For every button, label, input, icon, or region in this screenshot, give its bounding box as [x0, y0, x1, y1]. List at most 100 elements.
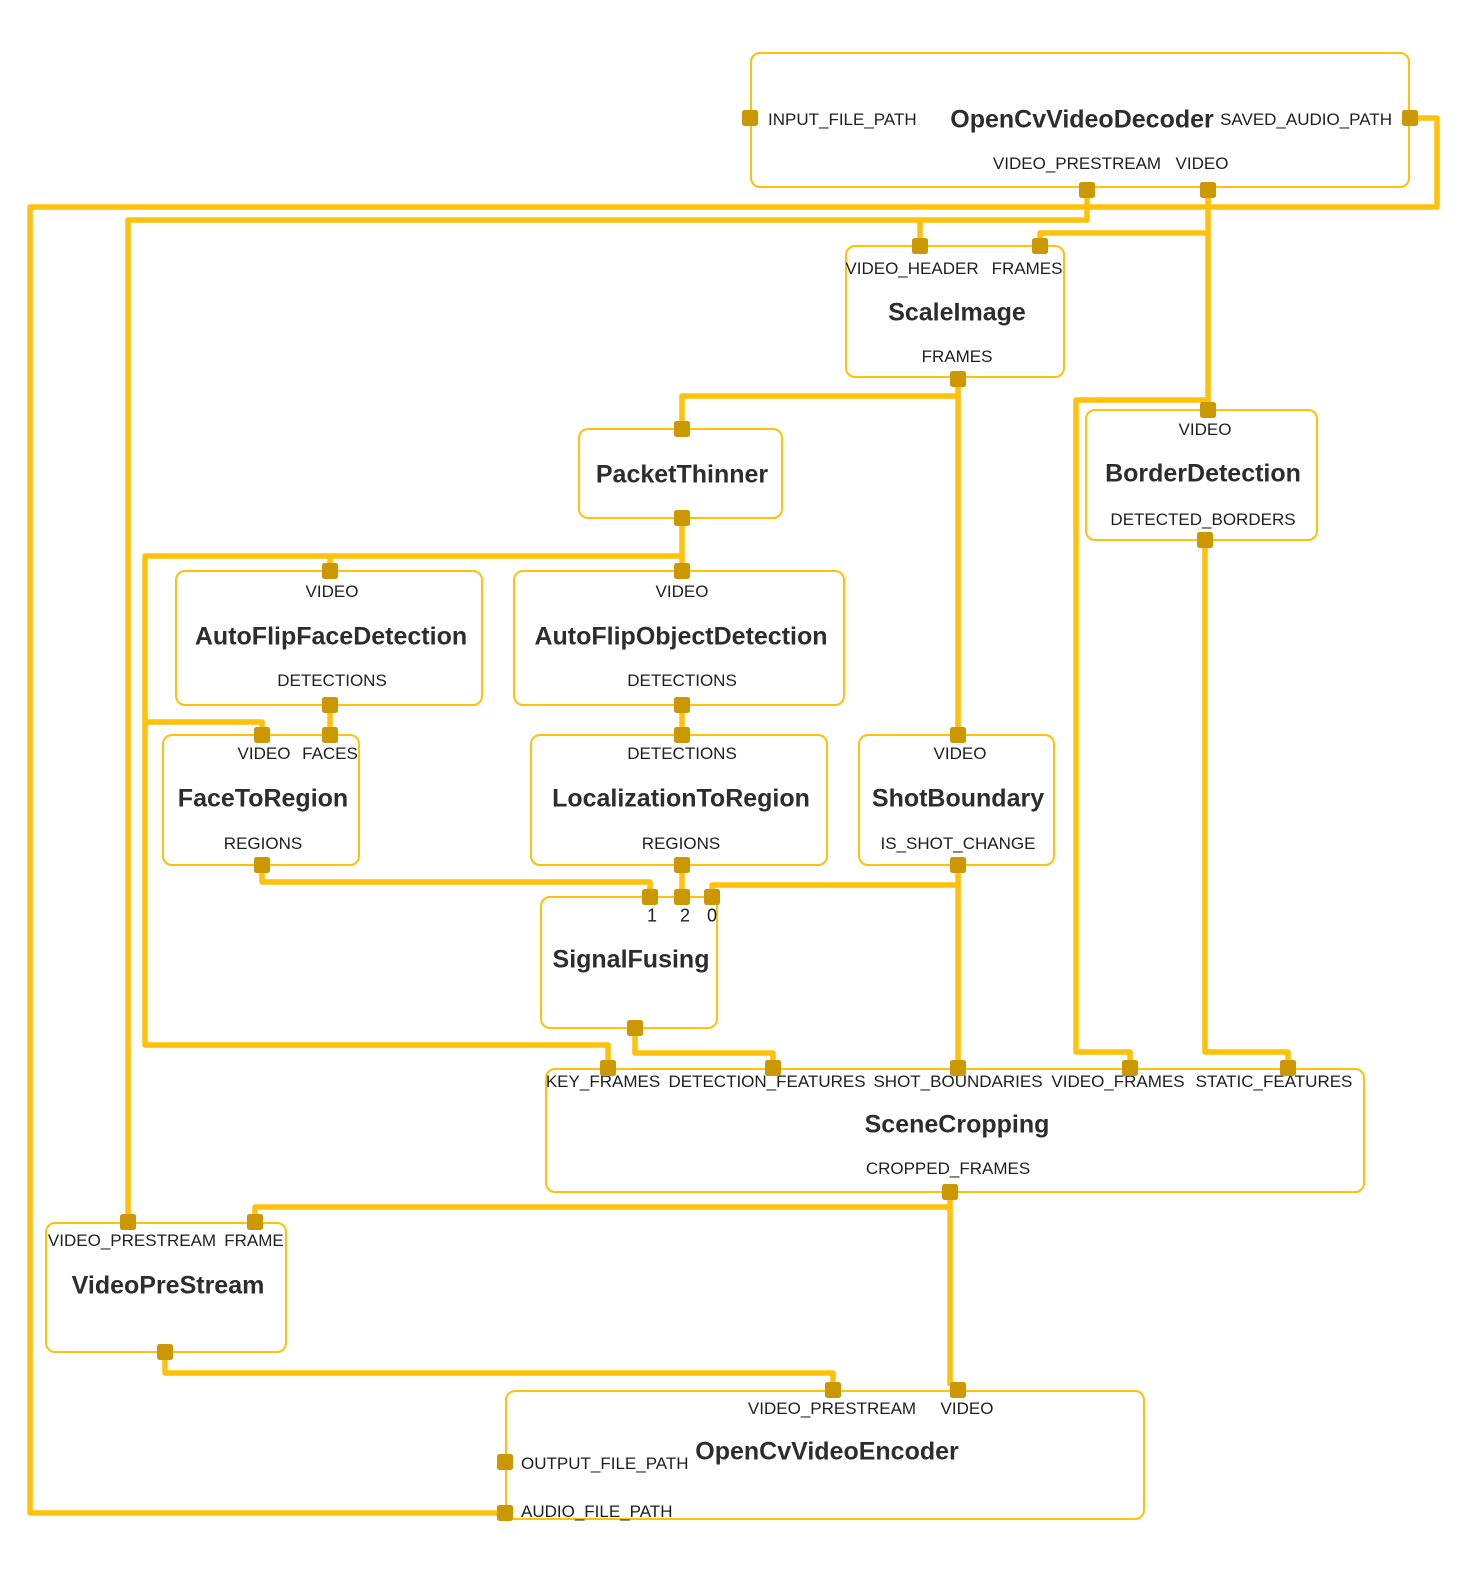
- port-scenecropping-shot-boundaries[interactable]: [950, 1060, 966, 1076]
- node-title: PacketThinner: [595, 460, 769, 489]
- port-label-video: VIDEO: [940, 1399, 994, 1418]
- edge-scaled-frames-to-packetthinner: [679, 393, 958, 425]
- port-label-detections: DETECTIONS: [627, 671, 737, 690]
- port-signalfusing-out[interactable]: [627, 1020, 643, 1036]
- port-facedetection-detections[interactable]: [322, 697, 338, 713]
- port-label-output-file-path: OUTPUT_FILE_PATH: [521, 1454, 689, 1473]
- port-borderdetection-video[interactable]: [1200, 402, 1216, 418]
- node-title: LocalizationToRegion: [552, 784, 810, 813]
- edge-video-to-scaleimage-frames: [1037, 230, 1208, 242]
- port-decoder-video-prestream[interactable]: [1079, 182, 1095, 198]
- port-localizationtoregion-detections[interactable]: [674, 727, 690, 743]
- node-shotboundary[interactable]: VIDEO ShotBoundary IS_SHOT_CHANGE: [858, 734, 1055, 866]
- port-encoder-output-file-path[interactable]: [497, 1454, 513, 1470]
- port-facetoregion-faces[interactable]: [322, 727, 338, 743]
- port-label-1: 1: [646, 905, 658, 926]
- port-label-cropped-frames: CROPPED_FRAMES: [865, 1159, 1031, 1178]
- port-label-video: VIDEO: [655, 582, 709, 601]
- node-title: SignalFusing: [552, 945, 710, 974]
- port-facedetection-video[interactable]: [322, 563, 338, 579]
- port-decoder-saved-audio-path[interactable]: [1402, 110, 1418, 126]
- port-scenecropping-key-frames[interactable]: [600, 1060, 616, 1076]
- port-label-detection-features: DETECTION_FEATURES: [668, 1072, 866, 1091]
- port-encoder-video[interactable]: [950, 1382, 966, 1398]
- port-signalfusing-2[interactable]: [674, 889, 690, 905]
- port-scenecropping-detection-features[interactable]: [765, 1060, 781, 1076]
- port-label-0: 0: [706, 905, 718, 926]
- port-videoprestream-video-prestream[interactable]: [120, 1214, 136, 1230]
- edge-cropped-frames-to-prestream-frame: [252, 1204, 950, 1218]
- port-label-video-frames: VIDEO_FRAMES: [1051, 1072, 1185, 1091]
- node-title: AutoFlipFaceDetection: [194, 622, 468, 651]
- node-title: SceneCropping: [864, 1110, 1050, 1139]
- port-label-static-features: STATIC_FEATURES: [1195, 1072, 1353, 1091]
- port-signalfusing-1[interactable]: [642, 889, 658, 905]
- port-objectdetection-detections[interactable]: [674, 697, 690, 713]
- edge-faceregions-to-signalfusing-1: [259, 867, 653, 893]
- port-label-regions: REGIONS: [641, 834, 721, 853]
- edge-signalfusing-to-detection-features: [632, 1030, 776, 1064]
- port-signalfusing-0[interactable]: [704, 889, 720, 905]
- port-videoprestream-out[interactable]: [157, 1344, 173, 1360]
- port-encoder-audio-file-path[interactable]: [497, 1505, 513, 1521]
- edge-packetthinner-to-key-frames: [142, 520, 685, 1064]
- node-localizationtoregion[interactable]: DETECTIONS LocalizationToRegion REGIONS: [530, 734, 828, 866]
- port-label-video: VIDEO: [237, 744, 291, 763]
- node-borderdetection[interactable]: VIDEO BorderDetection DETECTED_BORDERS: [1085, 409, 1318, 541]
- port-facetoregion-video[interactable]: [254, 727, 270, 743]
- port-label-audio-file-path: AUDIO_FILE_PATH: [521, 1502, 673, 1521]
- port-label-key-frames: KEY_FRAMES: [545, 1072, 661, 1091]
- port-label-detections: DETECTIONS: [277, 671, 387, 690]
- node-packetthinner[interactable]: PacketThinner: [578, 428, 783, 519]
- port-scaleimage-frames-out[interactable]: [950, 371, 966, 387]
- port-label-detections: DETECTIONS: [627, 744, 737, 763]
- edge-video-to-scenecropping-video-frames: [1073, 397, 1208, 1064]
- port-label-video: VIDEO: [1178, 420, 1232, 439]
- node-signalfusing[interactable]: 1 2 0 SignalFusing: [540, 896, 718, 1029]
- edge-videoprestream-to-encoder-prestream: [162, 1354, 836, 1386]
- port-label-video-prestream: VIDEO_PRESTREAM: [47, 1231, 217, 1250]
- node-title: OpenCvVideoDecoder: [950, 105, 1214, 134]
- edge-borders-to-static-features: [1202, 542, 1291, 1064]
- port-label-detected-borders: DETECTED_BORDERS: [1110, 510, 1296, 529]
- node-autoflipobjectdetection[interactable]: VIDEO AutoFlipObjectDetection DETECTIONS: [513, 570, 845, 706]
- node-title: BorderDetection: [1105, 459, 1301, 488]
- port-packetthinner-out[interactable]: [674, 510, 690, 526]
- port-decoder-video[interactable]: [1200, 182, 1216, 198]
- port-scaleimage-frames-in[interactable]: [1032, 238, 1048, 254]
- node-opencvvideoencoder[interactable]: VIDEO_PRESTREAM VIDEO OpenCvVideoEncoder…: [505, 1390, 1145, 1521]
- node-facetoregion[interactable]: VIDEO FACES FaceToRegion REGIONS: [162, 734, 360, 866]
- port-decoder-input-file-path[interactable]: [742, 110, 758, 126]
- port-localizationtoregion-regions[interactable]: [674, 857, 690, 873]
- node-autoflipfacedetection[interactable]: VIDEO AutoFlipFaceDetection DETECTIONS: [175, 570, 483, 706]
- node-title: ScaleImage: [888, 298, 1026, 327]
- port-videoprestream-frame[interactable]: [247, 1214, 263, 1230]
- node-title: OpenCvVideoEncoder: [695, 1437, 959, 1466]
- port-label-video: VIDEO: [933, 744, 987, 763]
- port-borderdetection-detected-borders[interactable]: [1197, 532, 1213, 548]
- node-videoprestream[interactable]: VIDEO_PRESTREAM FRAME VideoPreStream: [45, 1222, 287, 1353]
- node-opencvvideodecoder[interactable]: OpenCvVideoDecoder INPUT_FILE_PATH SAVED…: [750, 52, 1410, 188]
- port-scaleimage-video-header[interactable]: [912, 238, 928, 254]
- port-label-frames-in: FRAMES: [991, 259, 1063, 278]
- port-facetoregion-regions[interactable]: [254, 857, 270, 873]
- port-scenecropping-static-features[interactable]: [1280, 1060, 1296, 1076]
- edge-shotchange-to-signalfusing-0: [709, 882, 958, 893]
- port-packetthinner-in[interactable]: [674, 421, 690, 437]
- port-label-faces: FACES: [302, 744, 358, 763]
- port-scenecropping-cropped-frames[interactable]: [942, 1184, 958, 1200]
- port-label-video: VIDEO: [1175, 154, 1229, 173]
- node-scaleimage[interactable]: VIDEO_HEADER FRAMES ScaleImage FRAMES: [845, 245, 1065, 378]
- node-scenecropping[interactable]: KEY_FRAMES DETECTION_FEATURES SHOT_BOUND…: [545, 1068, 1365, 1193]
- port-objectdetection-video[interactable]: [674, 563, 690, 579]
- node-title: VideoPreStream: [71, 1271, 265, 1300]
- node-title: ShotBoundary: [871, 784, 1045, 813]
- port-label-shot-boundaries: SHOT_BOUNDARIES: [873, 1072, 1043, 1091]
- port-encoder-video-prestream[interactable]: [825, 1382, 841, 1398]
- port-label-frame: FRAME: [224, 1231, 284, 1250]
- port-scenecropping-video-frames[interactable]: [1122, 1060, 1138, 1076]
- node-title: FaceToRegion: [177, 784, 349, 813]
- port-shotboundary-is-shot-change[interactable]: [950, 857, 966, 873]
- port-shotboundary-video[interactable]: [950, 727, 966, 743]
